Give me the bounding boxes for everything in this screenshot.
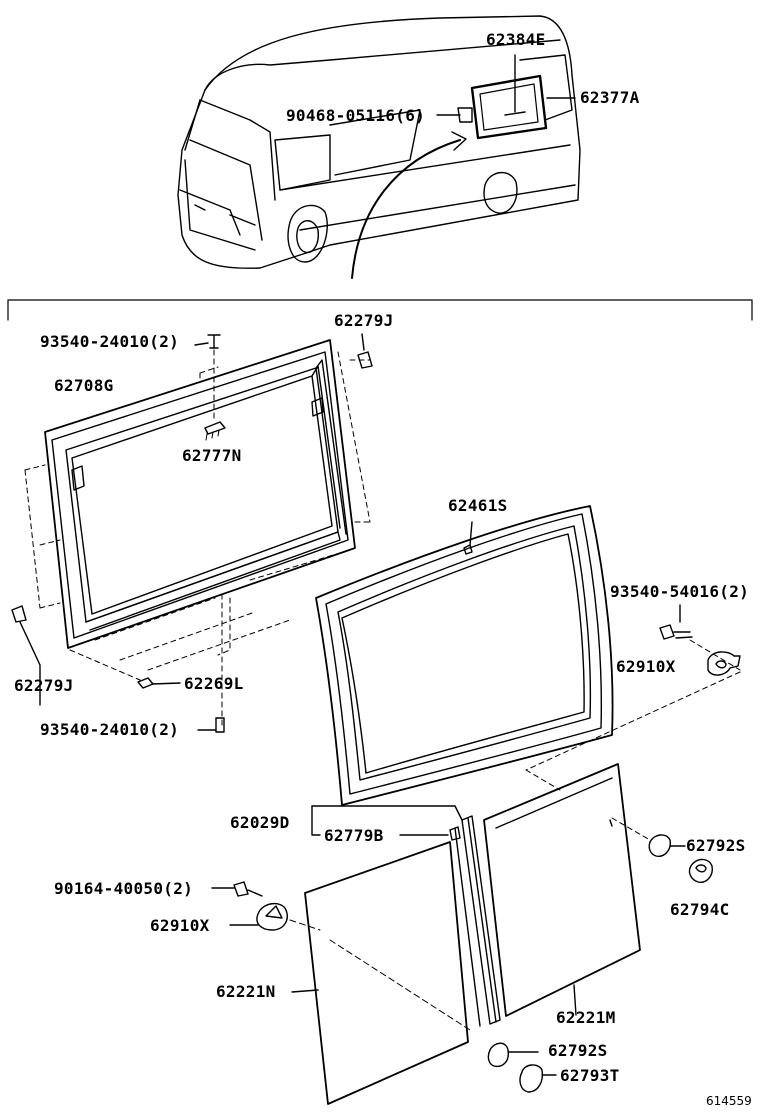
label-62910X-left: 62910X bbox=[150, 916, 210, 935]
cap-group-bottom bbox=[487, 1042, 557, 1093]
label-62779B: 62779B bbox=[324, 826, 384, 845]
assembly-dash-lines-frame bbox=[24, 349, 371, 726]
label-90164-40050: 90164-40050(2) bbox=[54, 879, 194, 898]
label-62792S-lower: 62792S bbox=[548, 1041, 608, 1060]
label-62910X-right: 62910X bbox=[616, 657, 676, 676]
assembly-dash-lines-right bbox=[525, 639, 741, 841]
label-62792S-upper: 62792S bbox=[686, 836, 746, 855]
label-93540-24010-top: 93540-24010(2) bbox=[40, 332, 180, 351]
right-fastener-group bbox=[659, 604, 741, 676]
figure-number: 614559 bbox=[706, 1094, 752, 1108]
label-62794C: 62794C bbox=[670, 900, 730, 919]
label-62279J-top: 62279J bbox=[334, 311, 394, 330]
frame-fasteners bbox=[11, 333, 373, 733]
label-62221N: 62221N bbox=[216, 982, 276, 1001]
window-frame-62708G bbox=[44, 339, 356, 649]
label-62029D: 62029D bbox=[230, 813, 290, 832]
label-62377A: 62377A bbox=[580, 88, 640, 107]
left-fastener-group bbox=[211, 881, 288, 931]
label-62777N: 62777N bbox=[182, 446, 242, 465]
label-62708G: 62708G bbox=[54, 376, 114, 395]
label-62461S: 62461S bbox=[448, 496, 508, 515]
cap-group-right bbox=[648, 834, 713, 883]
van-illustration bbox=[177, 15, 581, 279]
label-90468-05116: 90468-05116(6) bbox=[286, 106, 426, 125]
weatherstrip-62029D bbox=[311, 805, 501, 1027]
label-62793T: 62793T bbox=[560, 1066, 620, 1085]
label-62384E: 62384E bbox=[486, 30, 546, 49]
section-separator bbox=[7, 299, 753, 321]
label-62221M: 62221M bbox=[556, 1008, 616, 1027]
label-62279J-left: 62279J bbox=[14, 676, 74, 695]
label-93540-24010-bottom: 93540-24010(2) bbox=[40, 720, 180, 739]
trim-panel-62221N bbox=[291, 841, 469, 1105]
label-93540-54016: 93540-54016(2) bbox=[610, 582, 750, 601]
assembly-dash-lines-left bbox=[289, 919, 471, 1031]
trim-panel-62221M bbox=[483, 763, 641, 1017]
label-62269L: 62269L bbox=[184, 674, 244, 693]
window-glass-62461S bbox=[315, 505, 614, 806]
